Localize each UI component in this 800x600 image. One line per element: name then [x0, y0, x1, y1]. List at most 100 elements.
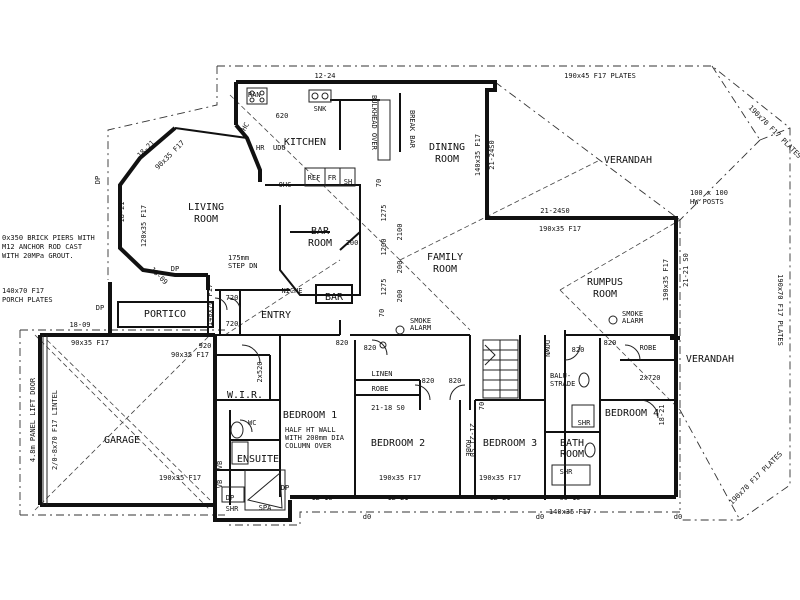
rumpus-beam-b-note: 21-21 S0 — [682, 253, 690, 287]
shr-ens-label: SHR — [226, 505, 239, 513]
garage-lintel-note: 2/0-8x70 F17 LINTEL — [51, 390, 59, 470]
ohc1-label: OHC — [238, 121, 251, 136]
dim-09-15: 09-15 — [559, 494, 580, 502]
dim-2x720: 2x720 — [639, 374, 660, 382]
top-plates-note: 190x45 F17 PLATES — [564, 72, 636, 80]
verandah-top-label: VERANDAH — [604, 155, 652, 166]
smoke1-line-2: ALARM — [410, 324, 431, 332]
dim-200c: 200 — [396, 290, 404, 303]
dim-70b: 70 — [378, 309, 386, 317]
dim-820b: 820 — [422, 377, 435, 385]
dim-820f: 820 — [604, 339, 617, 347]
ensuite-label: ENSUITE — [237, 454, 279, 465]
piers-line-3: WITH 20MPa GROUT. — [2, 252, 74, 260]
porch-line-1: 140x70 F17 — [2, 287, 44, 295]
dp-3: DP — [171, 265, 179, 273]
kitchen-label: KITCHEN — [284, 137, 326, 148]
interior-walls — [117, 93, 676, 511]
sh-label: SH — [344, 178, 352, 186]
piers-line-2: M12 ANCHOR ROD CAST — [2, 243, 83, 251]
dim-12-24: 12-24 — [314, 72, 335, 80]
posts-line-2: HW POSTS — [690, 198, 724, 206]
vb-2: VB — [216, 480, 224, 488]
portico-beam-note: 140x70 F17 — [206, 284, 214, 326]
d0-a: d0 — [363, 513, 371, 521]
half-line-2: WITH 200mm DIA — [285, 434, 345, 442]
garage-beam-c-note: 90x35 F17 — [171, 351, 209, 359]
bed4-beam-note: 18-21 — [658, 404, 666, 425]
balu-line-1: BALU- — [550, 372, 571, 380]
dim-200a: 200 — [346, 239, 359, 247]
dining-line-1: DINING — [429, 142, 465, 153]
bedroom4-label: BEDROOM 4 — [605, 408, 659, 419]
exterior-walls — [38, 80, 680, 522]
bottom-beam-note: 140x35 F17 — [549, 508, 591, 516]
niche-label: NICHE — [281, 287, 302, 295]
bulkhead-label: BULKHEAD OVER — [370, 95, 378, 151]
ran-label: RAN — [248, 91, 261, 99]
dim-1200: 1200 — [380, 239, 388, 256]
fr-label: FR — [328, 174, 337, 182]
living-beam-d-note: 18-09 — [149, 266, 170, 287]
spa-label: SPA — [259, 504, 272, 512]
step-line-1: 175mm — [228, 254, 249, 262]
posts-line-1: 100 x 100 — [690, 189, 728, 197]
living-line-2: ROOM — [194, 214, 218, 225]
garage-door-note: 4.8m PANEL LIFT DOOR — [29, 377, 37, 462]
garage-beam-a-note: 18-09 — [69, 321, 90, 329]
dimensions: 12-24 12-18 12-21 12-21 09-15 1275 1200 … — [94, 72, 682, 521]
shr-b4-label: SHR — [578, 419, 591, 427]
dim-720a: 720 — [226, 294, 239, 302]
ref-label: REF — [308, 174, 321, 182]
dining-line-2: ROOM — [435, 154, 459, 165]
dim-1275b: 1275 — [380, 279, 388, 296]
dim-820c: 820 — [449, 377, 462, 385]
snk-label: SNK — [314, 105, 327, 113]
dp-2: DP — [96, 304, 104, 312]
rumpus-line-1: RUMPUS — [587, 277, 623, 288]
rumpus-line-2: ROOM — [593, 289, 617, 300]
b1-beam-note: 190x35 F17 — [159, 474, 201, 482]
dim-820d: 820 — [364, 344, 377, 352]
hr-label: HR — [256, 144, 265, 152]
entry-label: ENTRY — [261, 310, 291, 321]
dining-beam-a-note: 140x35 F17 — [474, 134, 482, 176]
dining-beam-b-note: 21-24S0 — [488, 140, 496, 170]
smoke2-line-2: ALARM — [622, 317, 643, 325]
right-plates-note: 190x70 F17 PLATES — [776, 274, 784, 346]
rumpus-beam-a-note: 190x35 F17 — [662, 259, 670, 301]
bath-line-2: ROOM — [560, 449, 584, 460]
dim-820e: 820 — [572, 346, 585, 354]
fixtures — [221, 87, 618, 503]
b3-beam-note: 190x35 F17 — [479, 474, 521, 482]
dim-70a: 70 — [375, 179, 383, 187]
garage-beam-b-note: 90x35 F17 — [71, 339, 109, 347]
robe-beam-note: 21-21 S0 — [468, 423, 476, 457]
smoke2-line-1: SMOKE — [622, 310, 643, 318]
dim-12-21a: 12-21 — [387, 494, 408, 502]
d0-c: d0 — [674, 513, 682, 521]
dim-820a: 820 — [336, 339, 349, 347]
stairs — [482, 339, 519, 399]
shr-bath-label: SHR — [560, 468, 573, 476]
wc-label: WC — [248, 419, 256, 427]
doors — [214, 297, 659, 433]
ver-beam-note: 21-24S0 — [540, 207, 570, 215]
udo-label: UDO — [273, 144, 286, 152]
b2-beam-note: 190x35 F17 — [379, 474, 421, 482]
porch-line-2: PORCH PLATES — [2, 296, 53, 304]
robe-b-label: ROBE — [640, 344, 657, 352]
dp-5: DP — [281, 484, 289, 492]
vb-1: VB — [216, 461, 224, 469]
dp-1: DP — [94, 176, 102, 184]
